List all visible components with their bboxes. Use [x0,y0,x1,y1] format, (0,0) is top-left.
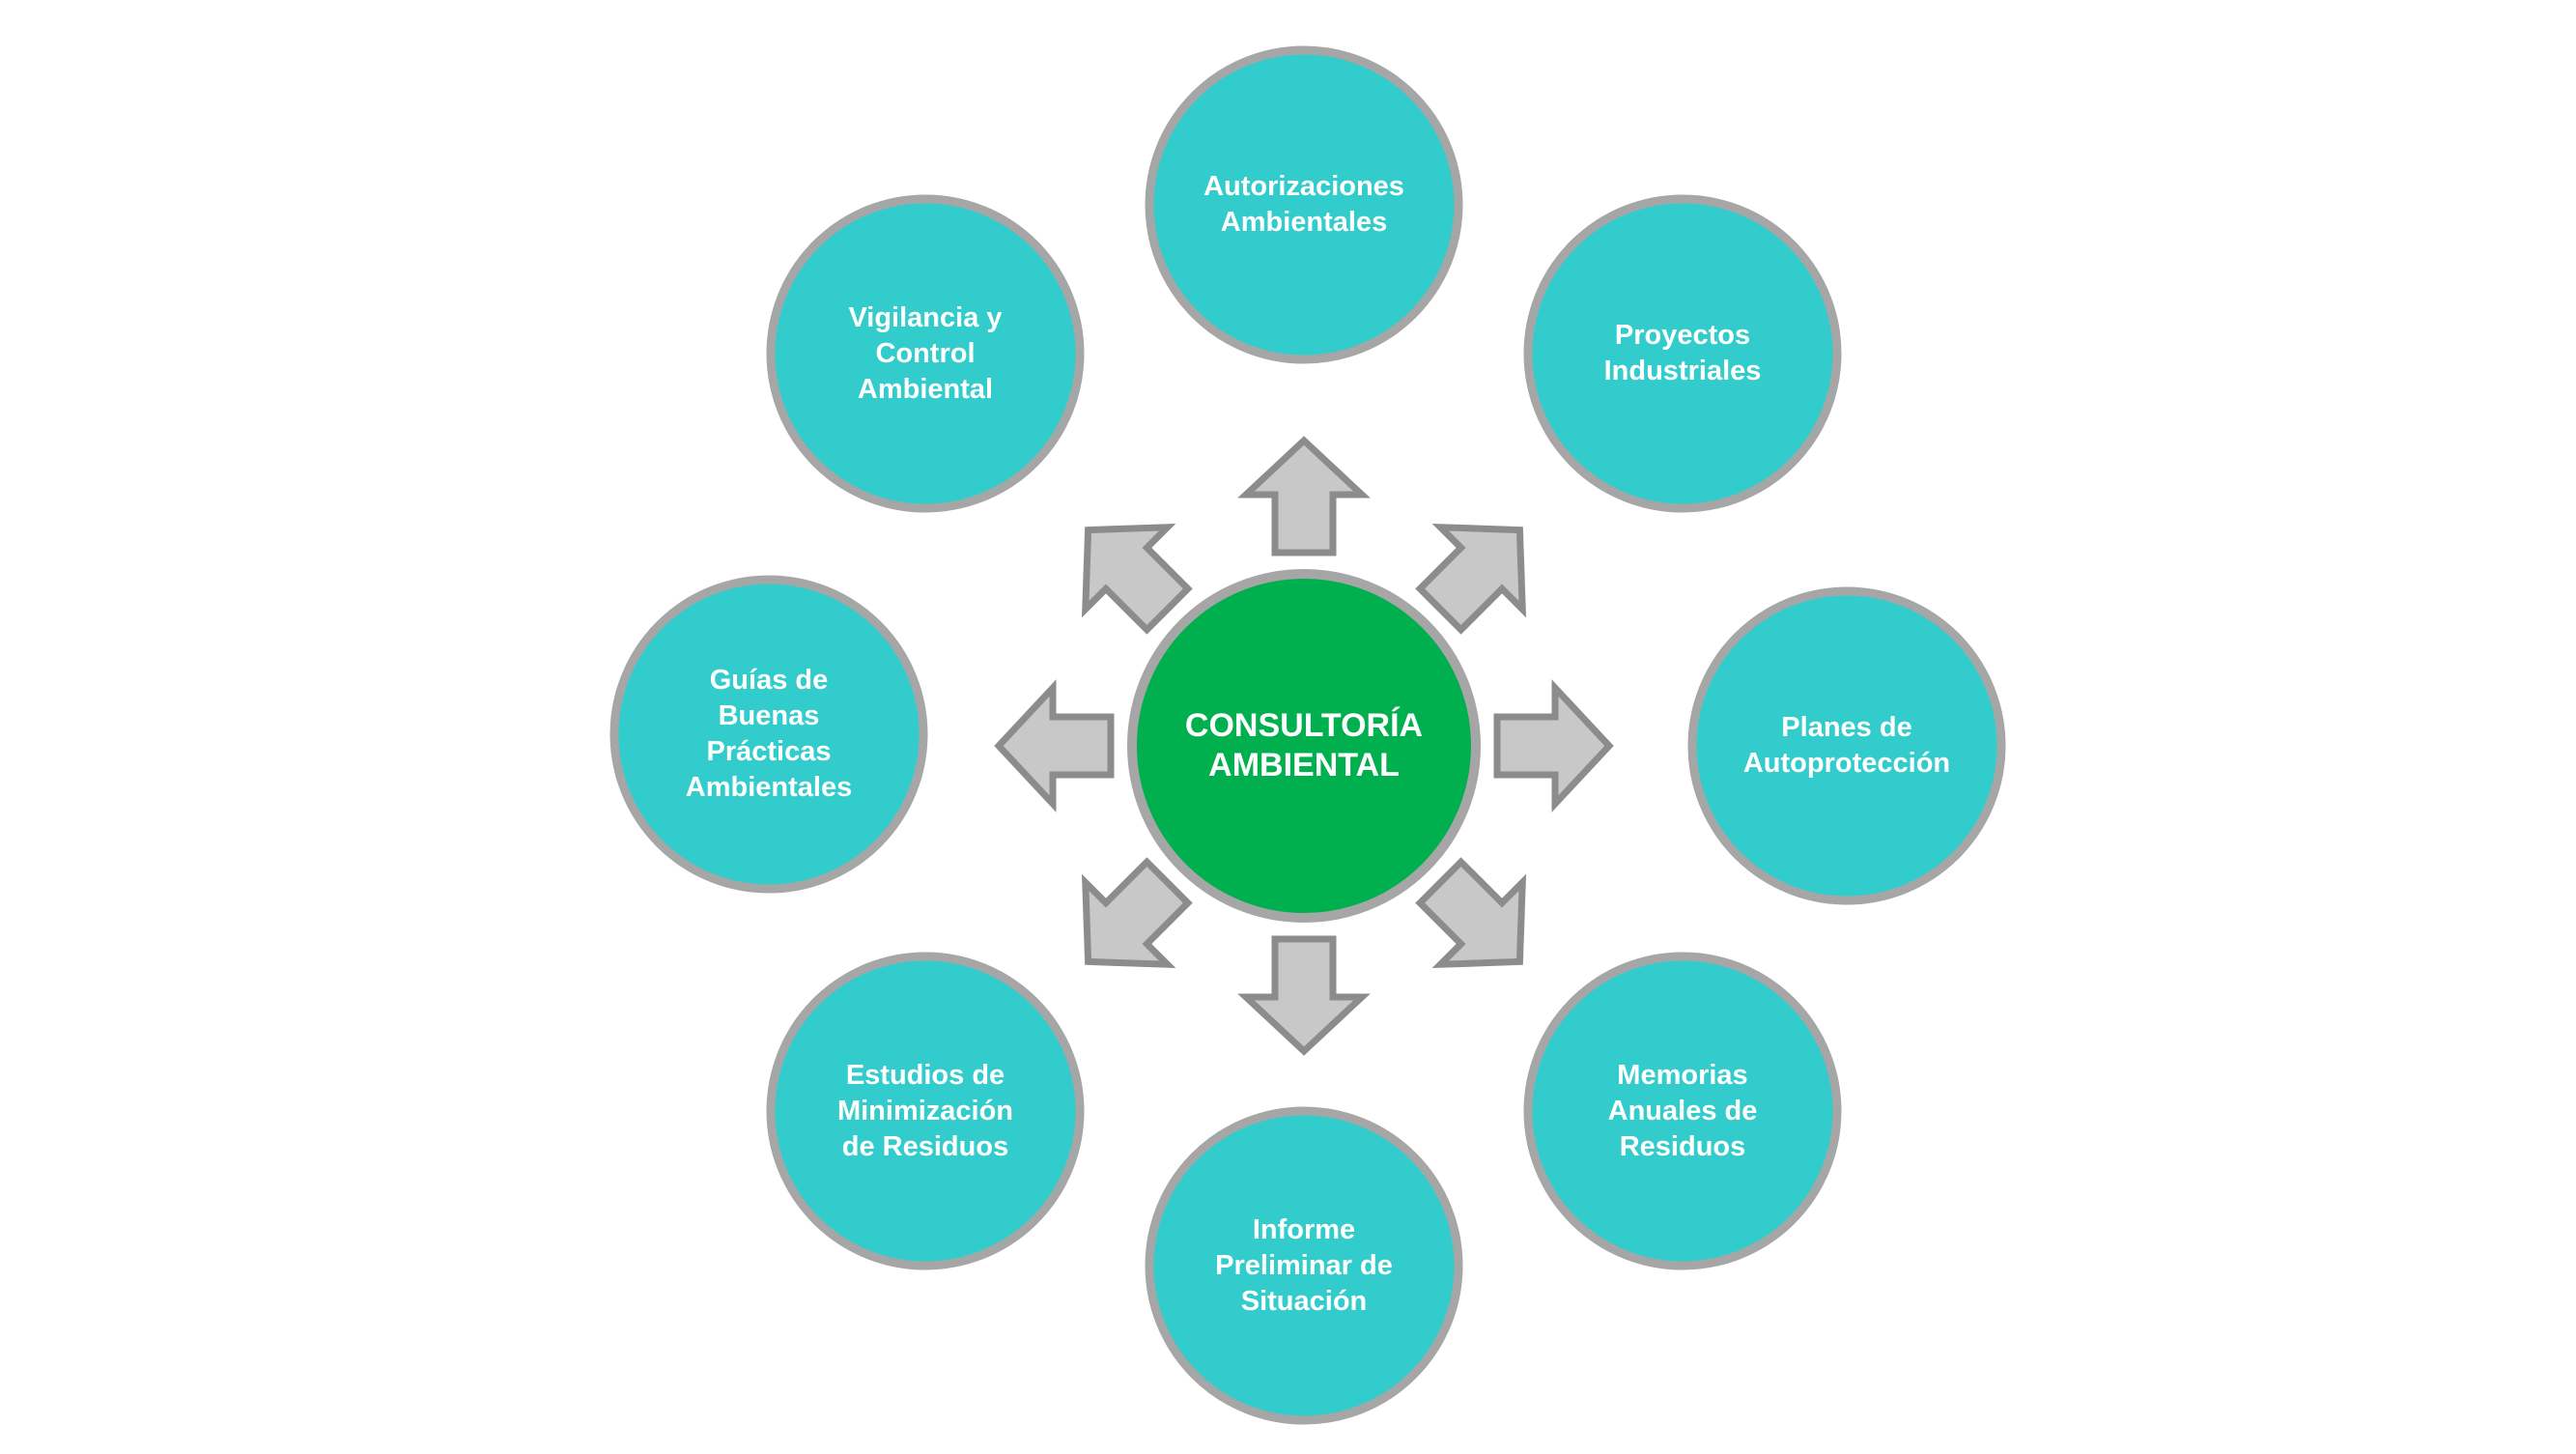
node-label-memorias: Memorias Anuales de Residuos [1607,1059,1758,1162]
node-label-estudios: Estudios de Minimización de Residuos [836,1059,1014,1162]
arrow-shape [1415,857,1527,969]
node-circle-guias [609,575,928,894]
node-label-proyectos: Proyectos Industriales [1603,320,1762,386]
node-label-vigilancia: Vigilancia y Control Ambiental [848,301,1003,405]
node-circle-memorias [1523,952,1842,1270]
node-circle-autorizaciones [1145,45,1463,364]
arrow-memorias [1415,857,1527,969]
arrow-shape [1493,679,1614,813]
arrow-planes [1493,679,1614,813]
arrow-guias [994,679,1115,813]
node-circle-planes [1687,586,2006,905]
node-label-informe: Informe Preliminar de Situación [1215,1213,1393,1317]
node-label-guias: Guías de Buenas Prácticas Ambientales [685,665,853,803]
arrow-vigilancia [1081,523,1193,635]
arrow-estudios [1081,857,1193,969]
node-circle-estudios [766,952,1085,1270]
arrow-shape [1237,436,1371,556]
arrow-autorizaciones [1237,436,1371,556]
arrow-proyectos [1415,523,1527,635]
arrow-shape [1237,935,1371,1056]
arrow-shape [994,679,1115,813]
center-label: CONSULTORÍA AMBIENTAL [1184,707,1424,784]
node-circle-vigilancia [766,194,1085,513]
node-label-planes: Planes de Autoprotección [1742,712,1951,779]
arrow-shape [1081,857,1193,969]
node-label-autorizaciones: Autorizaciones Ambientales [1203,171,1404,238]
center-circle [1127,569,1481,923]
arrow-shape [1081,523,1193,635]
arrow-shape [1415,523,1527,635]
arrow-informe [1237,935,1371,1056]
node-circle-proyectos [1523,194,1842,513]
node-circle-informe [1145,1106,1463,1425]
